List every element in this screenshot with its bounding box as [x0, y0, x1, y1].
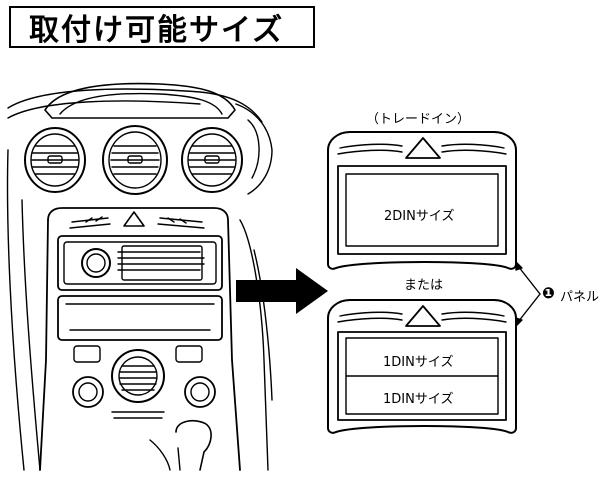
trade-in-label: （トレードイン）: [366, 112, 471, 127]
panel-1din: [327, 299, 517, 434]
vent-center: [102, 125, 168, 195]
panel-2din: [327, 131, 517, 270]
big-arrow: [236, 268, 328, 314]
vent-right: [181, 127, 243, 193]
panel-callout: [515, 261, 541, 327]
two-din-label: 2DINサイズ: [384, 209, 455, 224]
panel-number-marker: ❶: [542, 284, 555, 302]
one-din-bottom-label: 1DINサイズ: [383, 392, 454, 407]
vent-left: [24, 127, 86, 193]
title-box: 取付け可能サイズ: [9, 6, 315, 48]
one-din-top-label: 1DINサイズ: [383, 355, 454, 370]
panel-label: パネル: [560, 290, 600, 305]
dashboard-illustration: [6, 82, 273, 471]
or-label: または: [404, 278, 444, 293]
page-title: 取付け可能サイズ: [29, 13, 285, 48]
